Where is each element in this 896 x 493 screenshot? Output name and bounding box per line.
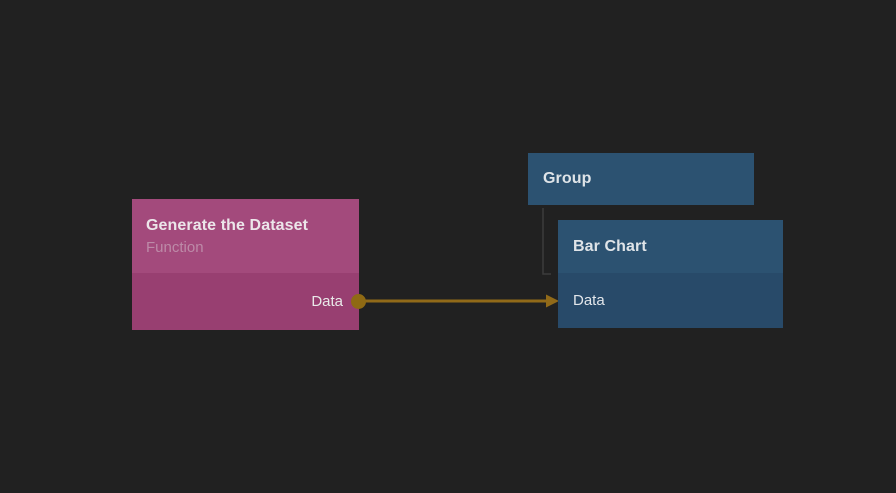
group-tree-connector	[542, 208, 551, 275]
data-edge-arrowhead-icon	[546, 294, 559, 308]
node-bar-chart-header[interactable]: Bar Chart	[558, 220, 783, 273]
node-title: Bar Chart	[573, 237, 647, 255]
output-port-label: Data	[311, 293, 343, 310]
node-bar-chart[interactable]: Bar Chart Data	[558, 220, 783, 328]
node-bar-chart-body: Data	[558, 273, 783, 328]
node-title: Group	[543, 170, 592, 187]
node-subtitle: Function	[146, 239, 204, 256]
node-title: Generate the Dataset	[146, 217, 309, 234]
node-generate-dataset-body: Data	[132, 273, 359, 330]
node-generate-dataset[interactable]: Generate the Dataset Function Data	[132, 199, 359, 330]
input-port-label: Data	[573, 292, 605, 309]
output-port-dot[interactable]	[351, 294, 366, 309]
node-group[interactable]: Group	[528, 153, 754, 205]
node-generate-dataset-header[interactable]: Generate the Dataset Function	[132, 199, 359, 273]
